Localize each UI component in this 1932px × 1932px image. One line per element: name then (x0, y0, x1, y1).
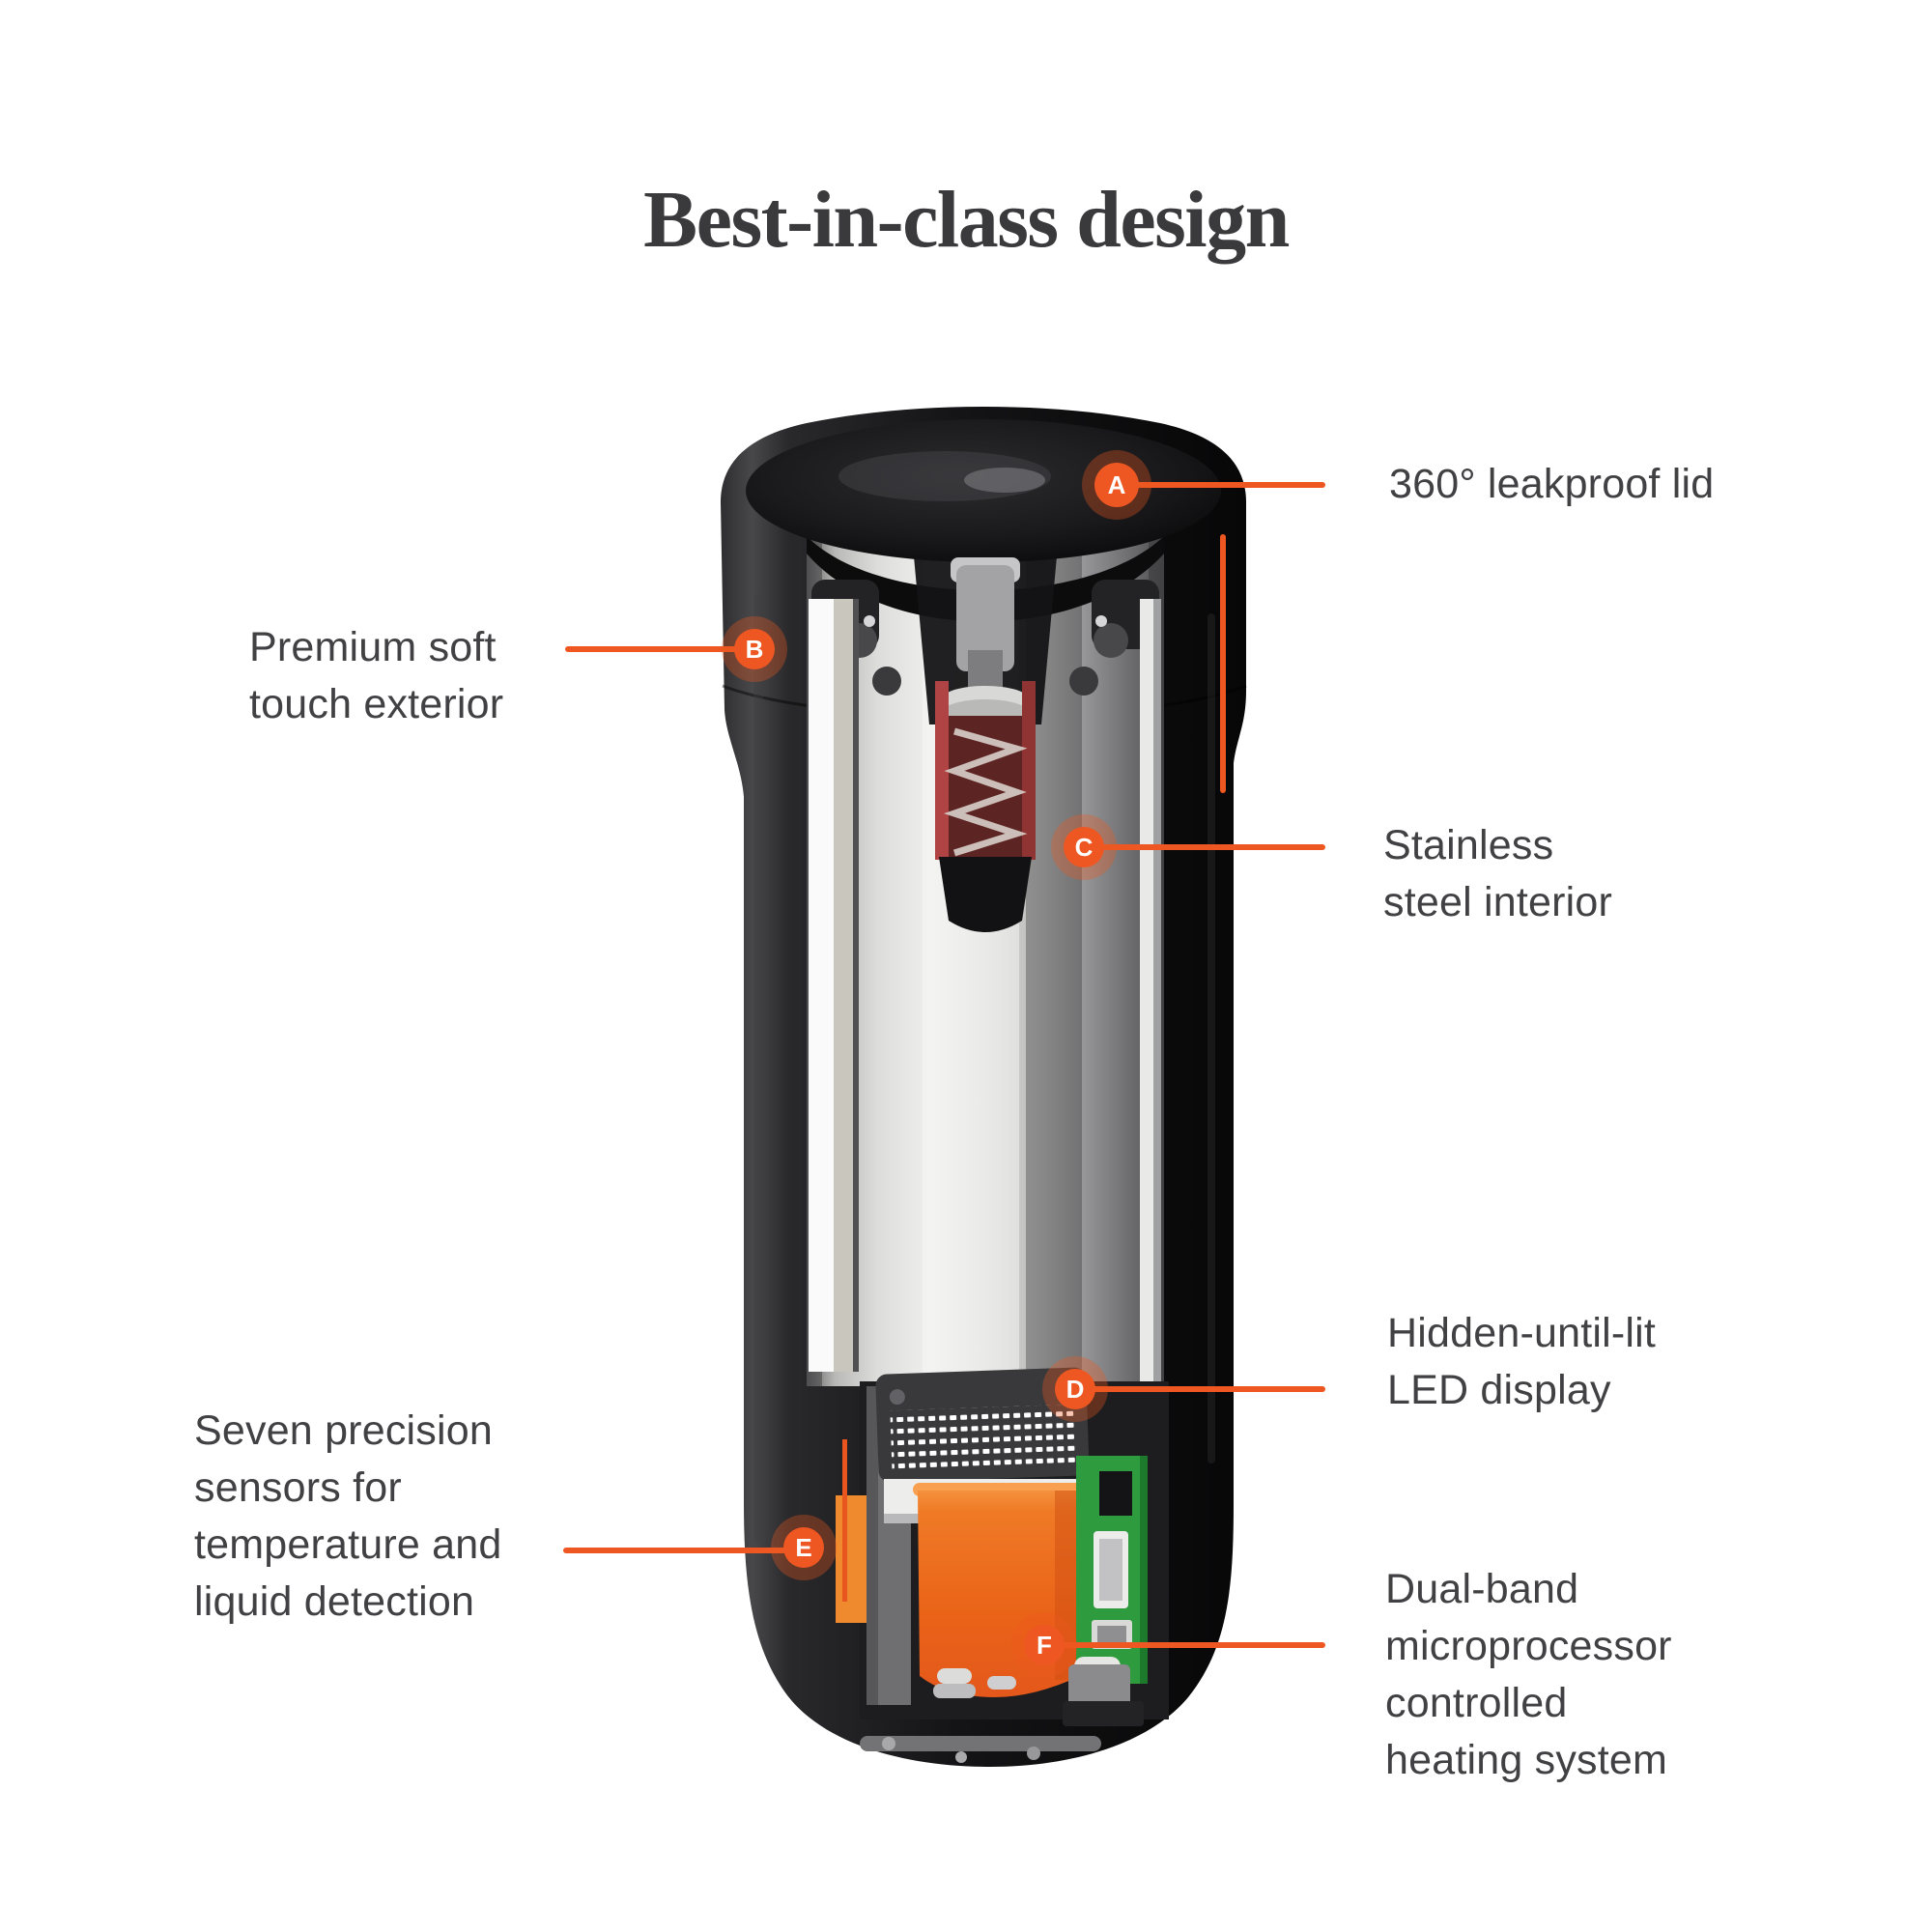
lid-extent-accent-line (1220, 534, 1226, 793)
microprocessor-pcb (1076, 1456, 1148, 1684)
callout-marker-c: C (1064, 827, 1104, 867)
lid-valve-mechanism (935, 557, 1036, 932)
marker-letter-b: B (745, 635, 764, 664)
body-right-sheen (1208, 613, 1215, 1463)
callout-line-b (565, 646, 754, 652)
vacuum-wall-cross-section (809, 599, 1161, 1383)
callout-label-stainless-interior: Stainless steel interior (1383, 822, 1613, 925)
marker-letter-d: D (1065, 1375, 1085, 1404)
callout-marker-d: D (1055, 1369, 1095, 1409)
callout-line-d (1075, 1386, 1325, 1392)
mug-cutaway-illustration (721, 407, 1247, 1767)
lid-underside (807, 536, 1164, 622)
callout-marker-e: E (783, 1527, 824, 1568)
body-left-sheen (753, 594, 763, 1541)
marker-letter-e: E (795, 1533, 812, 1562)
callout-line-c (1084, 844, 1325, 850)
callout-label-heating-system: Dual-band microprocessor controlled heat… (1385, 1566, 1672, 1783)
frame-column-shadow (867, 1386, 878, 1705)
callout-marker-b: B (734, 629, 775, 669)
marker-letter-c: C (1074, 833, 1094, 862)
callout-line-f (1044, 1642, 1325, 1648)
callout-marker-a: A (1094, 463, 1139, 507)
callout-label-led-display: Hidden-until-lit LED display (1387, 1310, 1657, 1413)
callout-label-leakproof-lid: 360° leakproof lid (1389, 461, 1715, 507)
base-hardware (860, 1657, 1144, 1763)
callout-line-a (1117, 482, 1325, 488)
callout-marker-f: F (1024, 1625, 1065, 1665)
callout-label-precision-sensors: Seven precision sensors for temperature … (194, 1407, 502, 1625)
page-title: Best-in-class design (643, 175, 1290, 265)
callout-line-e (563, 1548, 804, 1553)
lid-highlight (964, 468, 1045, 493)
marker-letter-f: F (1037, 1631, 1052, 1660)
callout-label-soft-touch-exterior: Premium soft touch exterior (249, 624, 504, 727)
heating-system-block (913, 1483, 1085, 1697)
led-display (875, 1367, 1090, 1483)
precision-sensor-strip (836, 1439, 867, 1623)
marker-letter-a: A (1107, 470, 1126, 499)
